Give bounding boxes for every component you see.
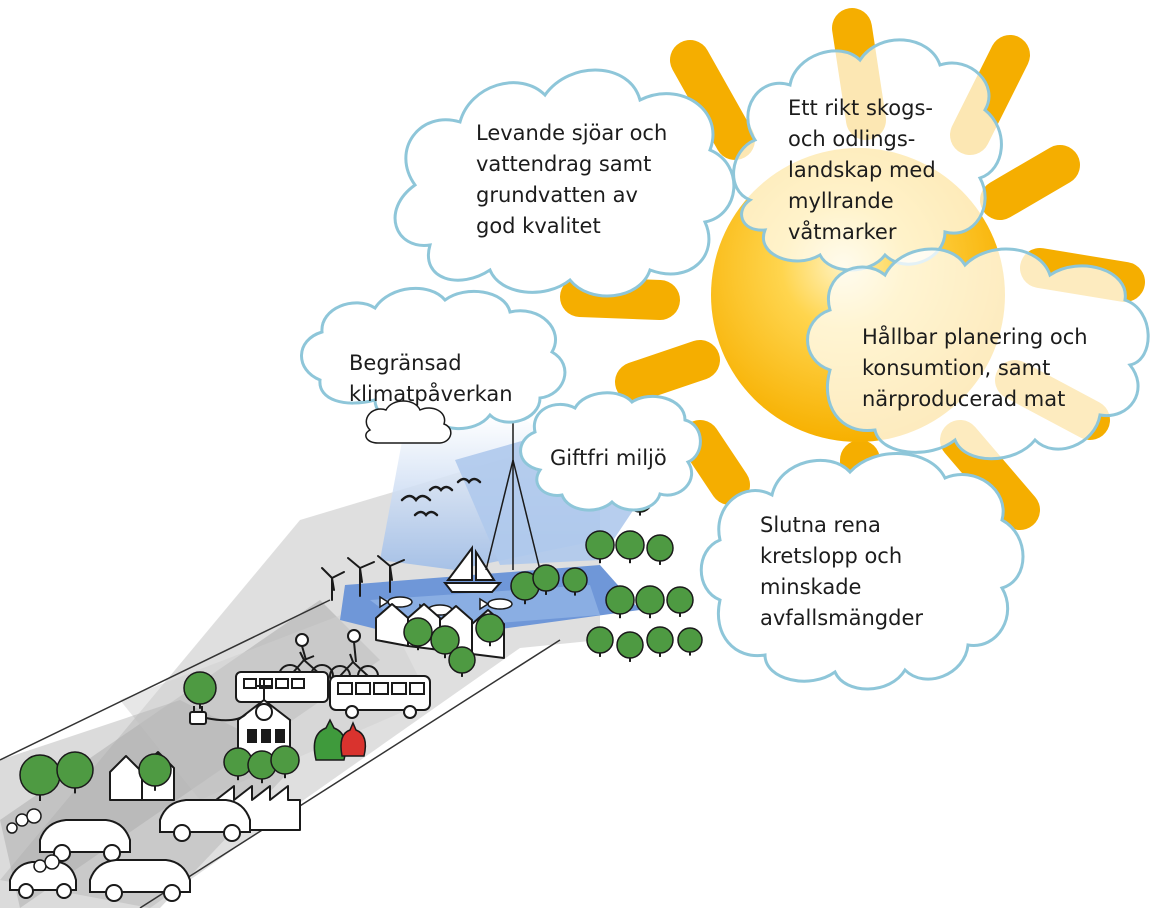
- tree-icon: [183, 671, 217, 709]
- town-hall: [237, 680, 291, 761]
- waste-bags: [313, 718, 367, 761]
- exhaust-puffs: [6, 808, 60, 873]
- cloud-icon: [806, 247, 1150, 461]
- cloud-text-climate: Begränsad klimatpåverkan: [349, 351, 513, 406]
- cloud-icon: [393, 68, 736, 298]
- cloud-text-nontoxic: Giftfri miljö: [550, 446, 667, 470]
- cars: [9, 799, 251, 902]
- cloud-nontoxic: [519, 391, 702, 512]
- tree-icon: [666, 586, 694, 617]
- tree-icon: [616, 631, 644, 662]
- tree-icon: [605, 585, 635, 619]
- car-icon: [9, 861, 77, 899]
- tree-icon: [677, 627, 703, 656]
- cloud-text-cycles: Slutna rena kretslopp och minskade avfal…: [760, 513, 924, 630]
- car-icon: [89, 859, 191, 902]
- tree-icon: [586, 626, 614, 657]
- cloud-text-water: Levande sjöar och vattendrag samt grundv…: [476, 121, 668, 238]
- tree-icon: [56, 751, 94, 794]
- row-houses: [375, 603, 505, 659]
- trees: [19, 472, 703, 801]
- sun-ray: [680, 420, 750, 505]
- sailboat-icon: [442, 545, 503, 593]
- tree-icon: [562, 567, 588, 596]
- bird-icon: [400, 494, 432, 503]
- sun-ray: [615, 340, 720, 402]
- windmill-icon: [347, 557, 375, 597]
- sun-ray: [980, 145, 1080, 220]
- house-icon: [375, 603, 409, 647]
- cloud-text-forest: Ett rikt skogs- och odlings- landskap me…: [788, 96, 936, 244]
- tree-icon: [532, 564, 560, 595]
- windmill-icon: [377, 555, 405, 593]
- bird-icon: [428, 485, 454, 492]
- tree-icon: [138, 753, 172, 791]
- cloud-icon: [699, 452, 1025, 691]
- cyclists: [278, 629, 379, 688]
- radio-mast: [485, 410, 541, 571]
- windmills: [321, 555, 405, 601]
- plug-icon: [189, 706, 247, 725]
- small-cloud: [365, 400, 452, 444]
- fish-icon: [479, 597, 513, 611]
- car-icon: [159, 799, 251, 842]
- cloud-cycles: [699, 452, 1025, 691]
- cloud-icon: [365, 400, 452, 444]
- bird-icon: [456, 477, 482, 484]
- cloud-forest: [732, 38, 1003, 272]
- waste-bag-icon: [340, 721, 367, 757]
- bus-icon: [329, 675, 431, 719]
- tree-icon: [615, 530, 645, 564]
- tree-icon: [448, 646, 476, 677]
- sun-ray: [560, 277, 680, 320]
- bird-icon: [413, 510, 439, 517]
- tree-icon: [585, 530, 615, 564]
- cloud-planning: [806, 247, 1150, 461]
- house-icon: [109, 755, 143, 801]
- tree-icon: [646, 534, 674, 565]
- windmill-icon: [321, 567, 345, 601]
- tree-icon: [430, 625, 460, 659]
- tree-icon: [270, 745, 300, 779]
- birds: [400, 477, 482, 517]
- cloud-icon: [732, 38, 1003, 272]
- cloud-icon: [519, 391, 702, 512]
- tree-icon: [646, 626, 674, 657]
- tree-icon: [635, 585, 665, 619]
- bus-icon: [235, 671, 329, 703]
- tree-icon: [403, 617, 433, 651]
- cloud-water: [393, 68, 736, 298]
- cloud-text-planning: Hållbar planering och konsumtion, samt n…: [862, 325, 1088, 411]
- tree-icon: [475, 613, 505, 647]
- tree-icon: [19, 754, 61, 801]
- sun-ray: [670, 40, 755, 160]
